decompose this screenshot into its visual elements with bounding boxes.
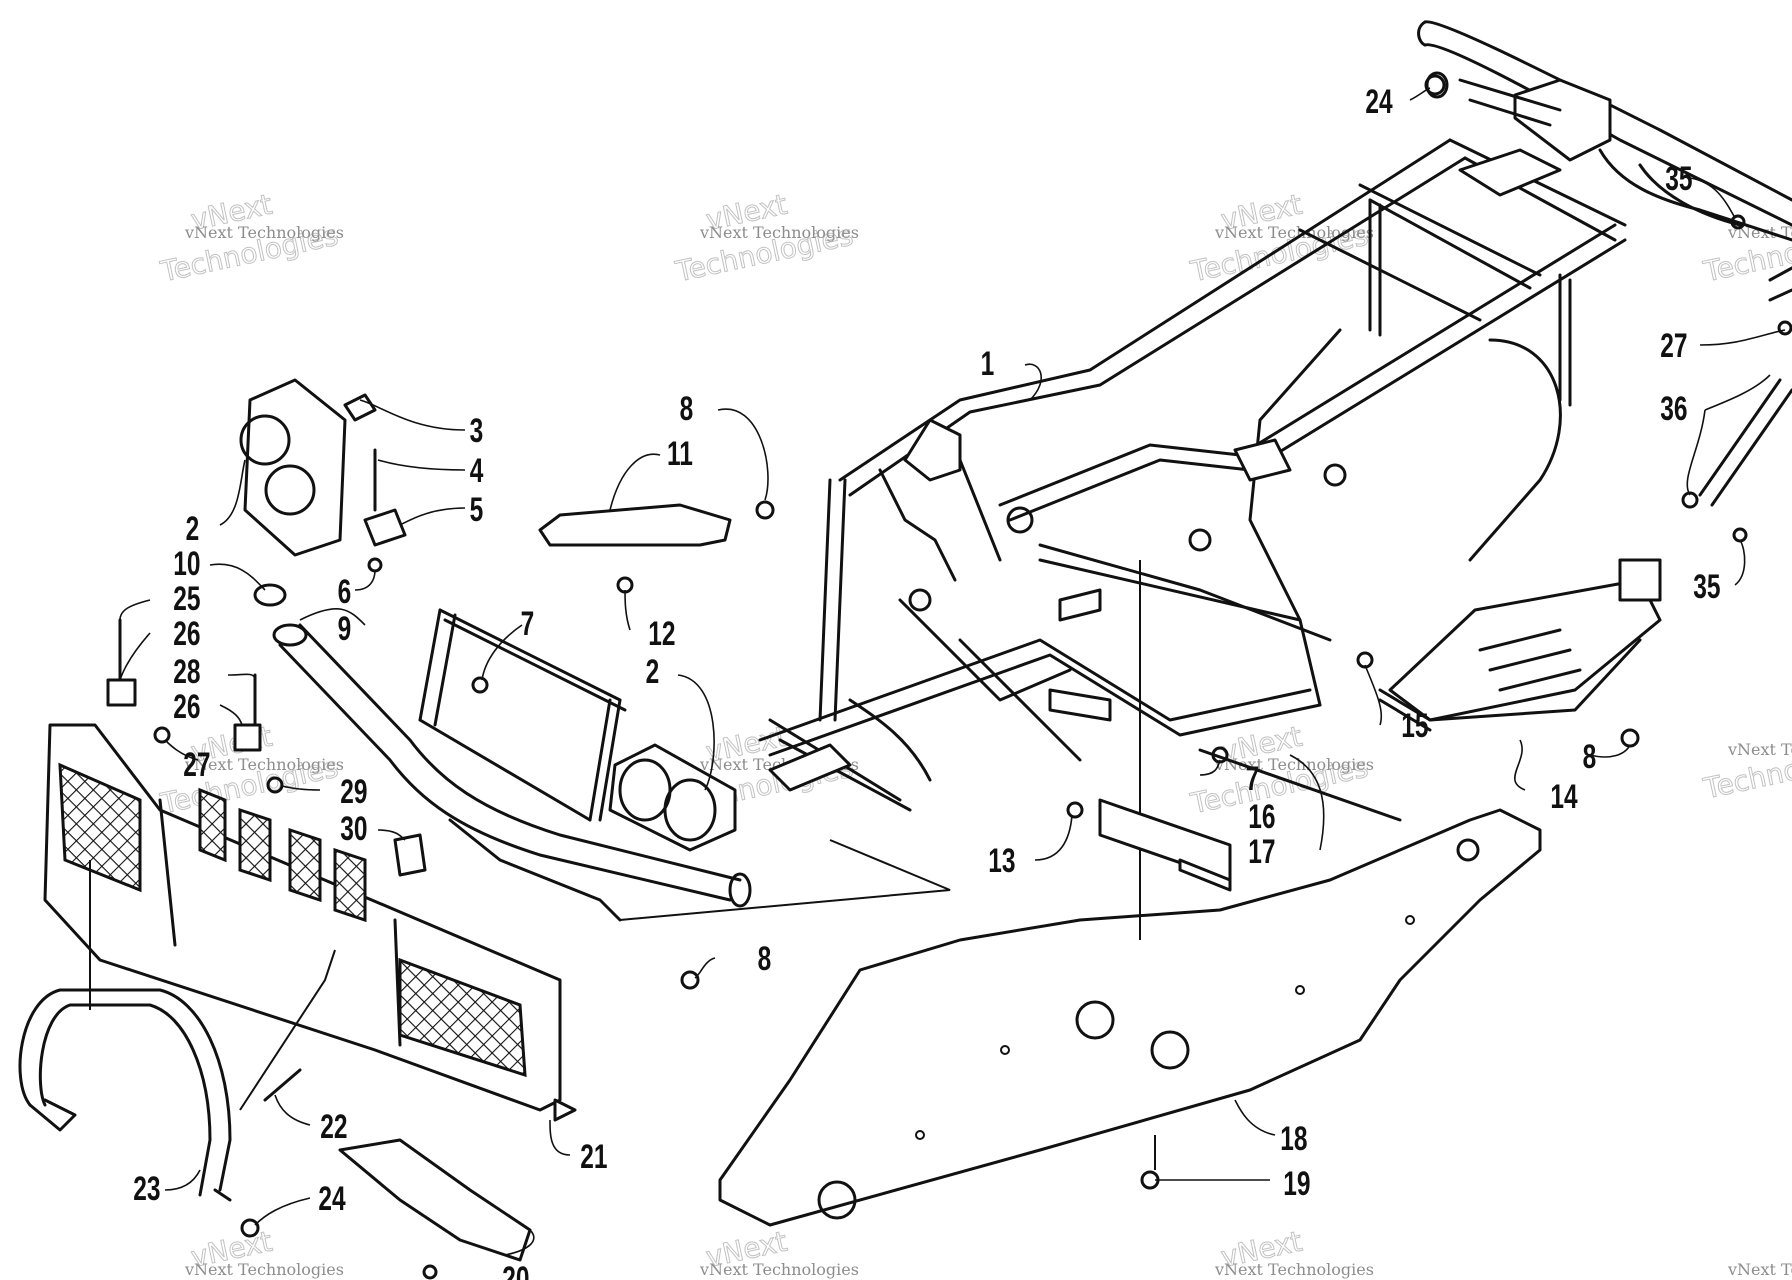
watermark-company: vNext Technologies <box>699 223 859 242</box>
bolt-22 <box>263 1068 302 1102</box>
clamp-26b <box>233 723 262 752</box>
callout-13: 13 <box>988 842 1015 880</box>
bolt-8c <box>1620 728 1640 748</box>
fastener-group <box>106 71 1792 1280</box>
callout-20: 20 <box>502 1260 529 1280</box>
callout-4: 4 <box>470 452 484 490</box>
footrest <box>1378 558 1662 732</box>
callout-12: 12 <box>648 615 675 653</box>
bolt-8b <box>680 970 700 990</box>
front-grille <box>43 723 577 1122</box>
brush-guard <box>18 988 232 1202</box>
watermark-company: vNext Technologies <box>1214 223 1374 242</box>
watermark-company: vNext Technologies <box>1727 223 1792 242</box>
callout-2: 2 <box>186 510 200 548</box>
callout-26: 26 <box>173 688 200 726</box>
grommet-10 <box>253 583 287 607</box>
callout-21: 21 <box>580 1138 607 1176</box>
watermark-company: vNext Technologies <box>699 1260 859 1279</box>
callout-2: 2 <box>646 653 660 691</box>
callout-29: 29 <box>340 773 367 811</box>
watermark: vNext vNext Technologies <box>184 1224 344 1279</box>
callout-18: 18 <box>1280 1120 1307 1158</box>
headlight-upper <box>239 378 347 557</box>
watermark-company: vNext Technologies <box>184 223 344 242</box>
callout-24: 24 <box>1365 83 1393 121</box>
callout-16: 16 <box>1248 798 1275 836</box>
bolt-20 <box>422 1264 438 1280</box>
bolt-12 <box>616 576 634 594</box>
callout-7: 7 <box>521 605 535 643</box>
watermark-company: vNext Technologies <box>1727 740 1792 759</box>
grommet-24b <box>240 1218 260 1238</box>
callout-36: 36 <box>1660 390 1687 428</box>
watermark: vNext Technologies <box>1727 1260 1792 1279</box>
callout-26: 26 <box>173 615 200 653</box>
main-frame <box>758 138 1627 940</box>
headlight-mount-frame <box>418 608 627 822</box>
watermark: vNext Technologies Technologies <box>1700 735 1792 806</box>
grommet-24a <box>1425 71 1449 99</box>
watermark-company: vNext Technologies <box>1214 1260 1374 1279</box>
watermark: vNext vNext Technologies <box>699 1224 859 1279</box>
callout-10: 10 <box>173 545 200 583</box>
watermark: vNext vNext Technologies Technologies <box>157 187 344 289</box>
leader-lines <box>89 87 1786 1256</box>
watermark: vNext Technologies Technologies <box>1700 218 1792 289</box>
nut-15 <box>1356 651 1374 669</box>
nut-7a <box>471 676 489 694</box>
callout-35: 35 <box>1665 160 1692 198</box>
callout-19: 19 <box>1283 1165 1310 1203</box>
callout-1: 1 <box>981 345 995 383</box>
watermark-company: vNext Technologies <box>184 1260 344 1279</box>
rear-rack <box>1417 20 1792 509</box>
nut-27b <box>1777 320 1792 336</box>
watermark: vNext vNext Technologies <box>1214 1224 1374 1279</box>
bump-guard <box>1098 748 1402 892</box>
front-bumper-tube <box>272 623 752 922</box>
skid-plate <box>718 808 1542 1227</box>
headlight-lower <box>608 743 737 852</box>
watermark-company: vNext Technologies <box>184 755 344 774</box>
callout-11: 11 <box>667 435 693 473</box>
callout-17: 17 <box>1248 833 1275 871</box>
callout-23: 23 <box>133 1170 160 1208</box>
callout-8: 8 <box>1583 738 1597 776</box>
bolt-3 <box>343 393 377 422</box>
callout-35: 35 <box>1693 568 1720 606</box>
callout-7: 7 <box>1246 760 1260 798</box>
bolt-35a <box>1730 214 1746 230</box>
clamp-26a <box>106 678 137 707</box>
watermark-company: vNext Technologies <box>1727 1260 1792 1279</box>
callout-5: 5 <box>470 491 484 529</box>
callout-9: 9 <box>338 610 352 648</box>
nut-27a <box>153 726 171 744</box>
bolt-29 <box>266 776 284 794</box>
bolt-8a <box>755 500 775 520</box>
nut-6 <box>367 557 383 573</box>
bracket-5 <box>363 508 407 547</box>
callout-30: 30 <box>340 810 367 848</box>
bolt-35b <box>1732 527 1748 543</box>
callout-15: 15 <box>1401 707 1428 745</box>
callout-labels: 1 2 2 3 4 5 6 7 7 8 8 8 9 10 11 12 13 14… <box>133 83 1720 1280</box>
spacer-30 <box>393 833 427 877</box>
callout-14: 14 <box>1550 778 1578 816</box>
callout-25: 25 <box>173 580 200 618</box>
headlight-bracket <box>538 503 732 547</box>
callout-8: 8 <box>758 940 772 978</box>
watermark: vNext vNext Technologies Technologies <box>672 187 859 289</box>
bolt-13 <box>1066 801 1084 819</box>
callout-24: 24 <box>318 1180 346 1218</box>
callout-27: 27 <box>183 746 210 784</box>
callout-22: 22 <box>320 1108 347 1146</box>
skid-20 <box>338 1138 532 1262</box>
callout-6: 6 <box>338 573 352 611</box>
callout-28: 28 <box>173 653 200 691</box>
callout-27: 27 <box>1660 327 1687 365</box>
callout-3: 3 <box>470 412 484 450</box>
callout-8: 8 <box>680 390 694 428</box>
